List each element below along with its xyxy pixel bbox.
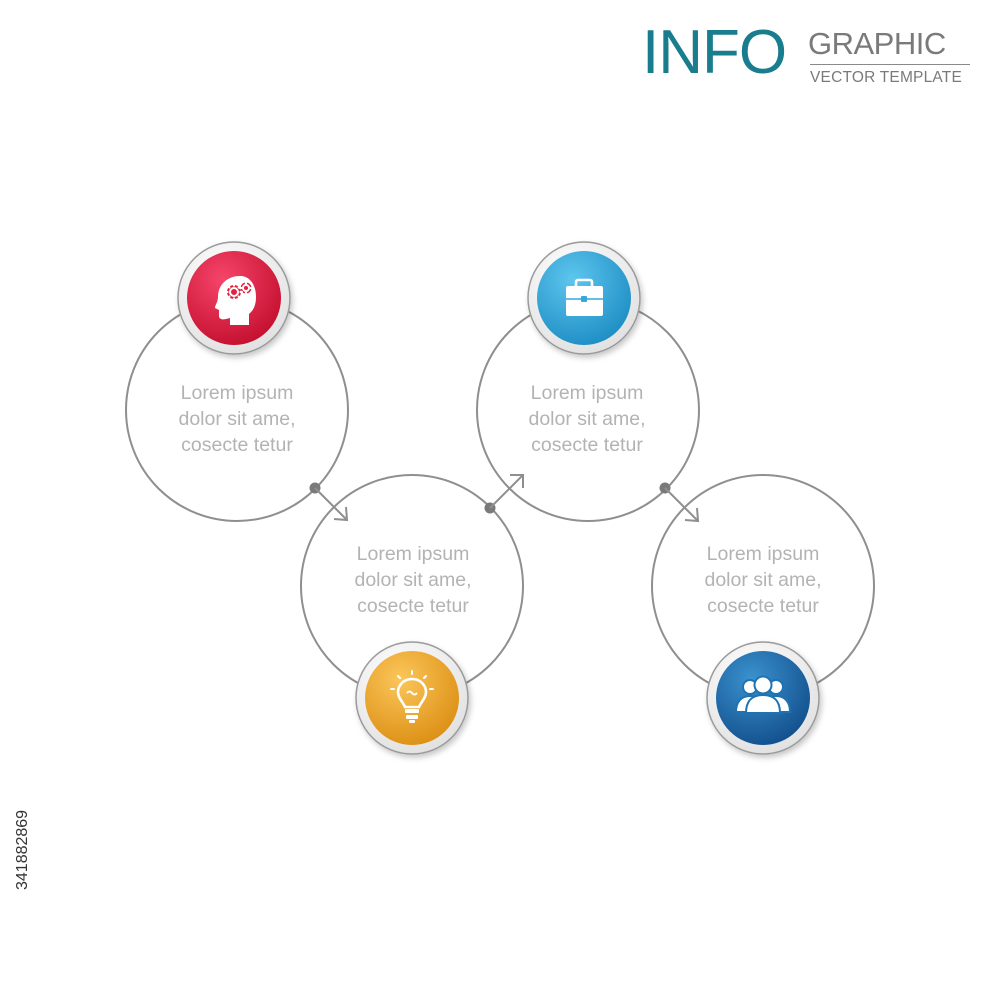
step-4-badge	[706, 641, 820, 755]
step-4-text: Lorem ipsum dolor sit ame, cosecte tetur	[678, 541, 848, 619]
header-graphic-word: GRAPHIC	[808, 26, 946, 61]
connector-3-line	[664, 487, 698, 521]
arrow-down-right-icon	[333, 506, 349, 522]
arrow-down-right-icon	[684, 507, 700, 523]
step-3-line-2: dolor sit ame,	[528, 408, 646, 430]
head-gears-icon	[215, 276, 256, 325]
connector-2	[484, 474, 524, 514]
header-subtitle: VECTOR TEMPLATE	[810, 69, 963, 86]
step-4-line-3: cosecte tetur	[707, 595, 819, 617]
step-1-text: Lorem ipsum dolor sit ame, cosecte tetur	[152, 380, 322, 458]
connector-1	[309, 482, 349, 522]
arrow-up-right-icon	[510, 474, 524, 488]
step-2-line-2: dolor sit ame,	[354, 569, 472, 591]
step-2-text: Lorem ipsum dolor sit ame, cosecte tetur	[328, 541, 498, 619]
lightbulb-icon	[390, 670, 434, 723]
connector-2-line	[489, 475, 523, 509]
infographic-header: INFO GRAPHIC VECTOR TEMPLATE	[642, 18, 982, 98]
step-1-line-1: Lorem ipsum	[180, 382, 294, 404]
header-divider	[810, 64, 970, 65]
step-2-badge	[355, 641, 469, 755]
team-icon	[734, 675, 792, 714]
briefcase-icon	[566, 278, 603, 316]
step-1-badge	[177, 241, 291, 355]
step-3-line-1: Lorem ipsum	[530, 382, 644, 404]
step-3-badge	[527, 241, 641, 355]
step-3-text: Lorem ipsum dolor sit ame, cosecte tetur	[502, 380, 672, 458]
stock-id-label: 341882869	[14, 809, 31, 891]
connector-1-line	[314, 487, 347, 520]
step-2-line-3: cosecte tetur	[357, 595, 469, 617]
step-2-line-1: Lorem ipsum	[356, 543, 470, 565]
step-4-line-2: dolor sit ame,	[704, 569, 822, 591]
step-4-line-1: Lorem ipsum	[706, 543, 820, 565]
step-1-line-3: cosecte tetur	[181, 434, 293, 456]
step-3-line-3: cosecte tetur	[531, 434, 643, 456]
step-1-line-2: dolor sit ame,	[178, 408, 296, 430]
header-info-word: INFO	[642, 18, 787, 87]
connector-3	[659, 482, 700, 523]
